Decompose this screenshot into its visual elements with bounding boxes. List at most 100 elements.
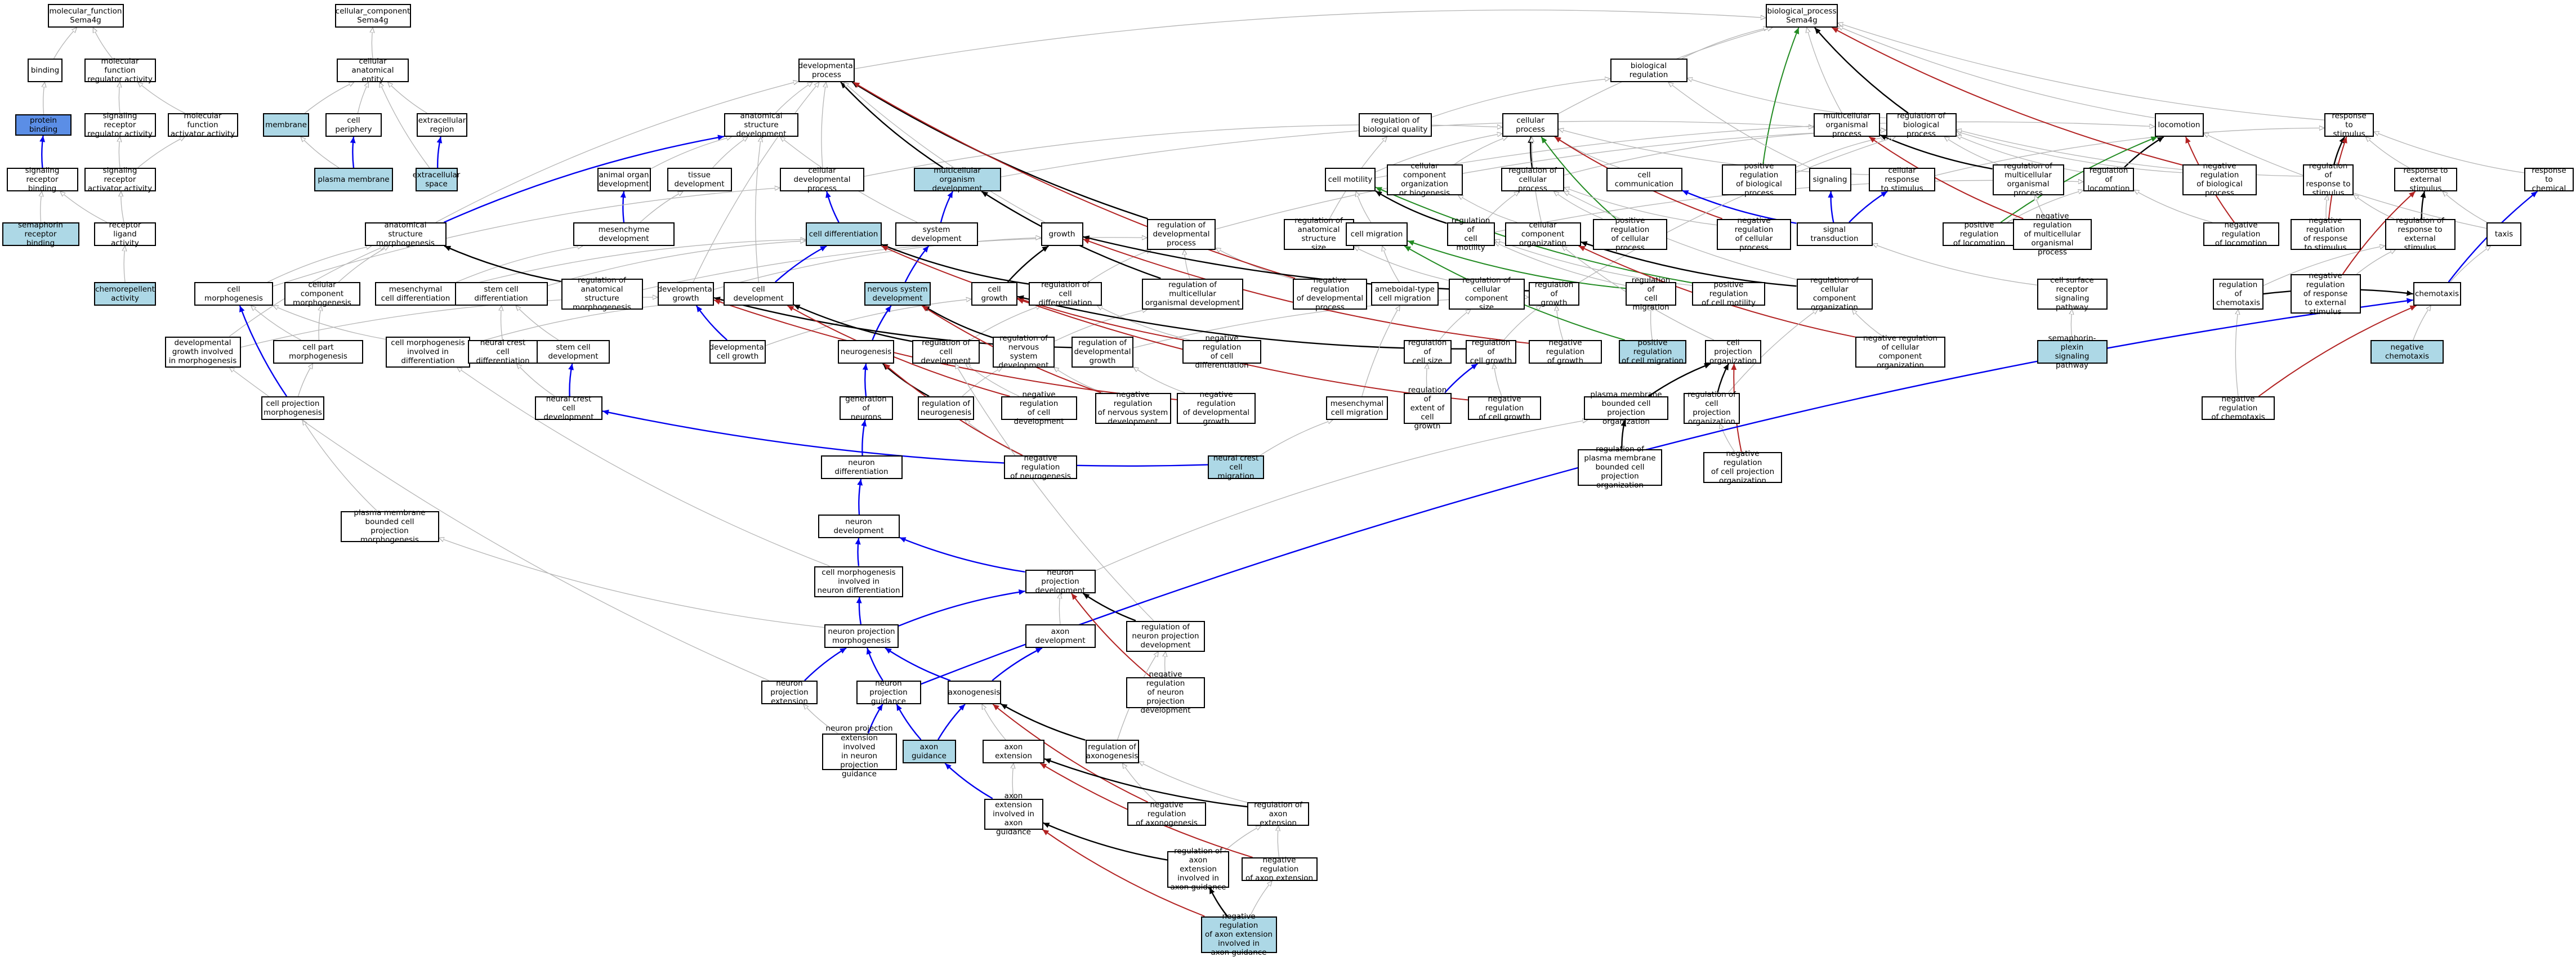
term-node-negregloc[interactable]: negative regulation of locomotion xyxy=(2203,221,2279,248)
term-node-regnsd[interactable]: regulation of nervous system development xyxy=(993,334,1055,370)
term-node-npm[interactable]: neuron projection morphogenesis xyxy=(824,624,899,648)
term-node-devgrowth[interactable]: developmental growth xyxy=(657,282,715,306)
term-node-regbq[interactable]: regulation of biological quality xyxy=(1359,113,1432,137)
term-node-reggrowth[interactable]: regulation of growth xyxy=(1529,280,1579,307)
term-node-cmind[interactable]: cell morphogenesis involved in neuron di… xyxy=(814,566,903,597)
term-node-nccd[interactable]: neural crest cell differentiation xyxy=(467,338,538,365)
term-node-extspace[interactable]: extracellular space xyxy=(413,168,460,191)
term-node-rla[interactable]: receptor ligand activity xyxy=(94,221,156,248)
term-node-asd[interactable]: anatomical structure development xyxy=(724,111,798,138)
term-node-negchemo[interactable]: negative chemotaxis xyxy=(2370,340,2444,364)
term-node-cellproc[interactable]: cellular process xyxy=(1502,113,1559,137)
term-node-cmid[interactable]: cell morphogenesis involved in different… xyxy=(386,336,470,368)
term-node-csrsp[interactable]: cell surface receptor signaling pathway xyxy=(2037,276,2108,312)
term-node-cellcomm[interactable]: cell communication xyxy=(1606,168,1682,191)
term-node-regneurogen[interactable]: regulation of neurogenesis xyxy=(918,396,974,420)
term-node-npd[interactable]: neuron projection development xyxy=(1025,568,1096,595)
term-node-tissdev[interactable]: tissue development xyxy=(667,168,732,191)
term-node-aeiag[interactable]: axon extension involved in axon guidance xyxy=(984,791,1043,837)
term-node-negregae[interactable]: negative regulation of axon extension xyxy=(1241,856,1318,883)
term-node-bp[interactable]: biological_process Sema4g xyxy=(1766,4,1838,28)
term-node-posregloc[interactable]: positive regulation of locomotion xyxy=(1943,221,2016,248)
term-node-regecg[interactable]: regulation of extent of cell growth xyxy=(1403,386,1452,431)
term-node-sysdev[interactable]: system development xyxy=(895,222,978,246)
term-node-chemotaxis[interactable]: chemotaxis xyxy=(2413,282,2461,306)
term-node-posregcmig[interactable]: positive regulation of cell migration xyxy=(1619,338,1686,365)
term-node-devproc[interactable]: developmental process xyxy=(798,59,855,82)
term-node-negregnpd[interactable]: negative regulation of neuron projection… xyxy=(1126,670,1205,715)
term-node-mod[interactable]: multicellular organism development xyxy=(913,166,1001,193)
term-node-regcd[interactable]: regulation of cell differentiation xyxy=(1029,280,1102,307)
term-node-regdg[interactable]: regulation of developmental growth xyxy=(1072,336,1133,368)
term-node-resp[interactable]: response to stimulus xyxy=(2324,111,2374,138)
term-node-cpm[interactable]: cell part morphogenesis xyxy=(273,340,363,364)
term-node-dcg[interactable]: developmental cell growth xyxy=(709,340,766,364)
term-node-regcg[interactable]: regulation of cell growth xyxy=(1466,338,1516,365)
term-node-cprojm[interactable]: cell projection morphogenesis xyxy=(261,396,324,420)
term-node-npg[interactable]: neuron projection guidance xyxy=(856,679,921,706)
term-node-negregcg[interactable]: negative regulation of cell growth xyxy=(1468,395,1541,422)
term-node-genneur[interactable]: generation of neurons xyxy=(839,395,893,422)
term-node-axonogen[interactable]: axonogenesis xyxy=(947,681,1001,704)
term-node-scd[interactable]: stem cell differentiation xyxy=(454,282,548,306)
term-node-negregaxonogen[interactable]: negative regulation of axonogenesis xyxy=(1127,801,1206,828)
term-node-ccob[interactable]: cellular component organization or bioge… xyxy=(1386,162,1463,198)
term-node-neurdev[interactable]: neuron development xyxy=(818,515,900,538)
term-node-regnpd[interactable]: regulation of neuron projection developm… xyxy=(1126,620,1205,652)
term-node-taxis[interactable]: taxis xyxy=(2486,222,2521,246)
term-node-pm[interactable]: plasma membrane xyxy=(314,168,393,191)
term-node-negregaeiag[interactable]: negative regulation of axon extension in… xyxy=(1200,912,1277,957)
term-node-dgim[interactable]: developmental growth involved in morphog… xyxy=(164,336,241,368)
term-node-crts[interactable]: cellular response to stimulus xyxy=(1869,166,1935,193)
term-node-pmbcpm[interactable]: plasma membrane bounded cell projection … xyxy=(340,508,439,544)
term-node-cae[interactable]: cellular anatomical entity xyxy=(337,57,409,84)
term-node-regloc[interactable]: regulation of locomotion xyxy=(2083,166,2134,193)
term-node-sraa[interactable]: signaling receptor activator activity xyxy=(84,166,156,193)
term-node-posregcp[interactable]: positive regulation of cellular process xyxy=(1593,216,1667,252)
term-node-ccm[interactable]: cellular component morphogenesis xyxy=(284,280,360,307)
term-node-regrtes[interactable]: regulation of response to external stimu… xyxy=(2385,216,2456,252)
term-node-npe[interactable]: neuron projection extension xyxy=(761,679,818,706)
term-node-negregrtes[interactable]: negative regulation of response to exter… xyxy=(2290,271,2361,316)
term-node-regcmig[interactable]: regulation of cell migration xyxy=(1626,276,1676,312)
term-node-negregnsd[interactable]: negative regulation of nervous system de… xyxy=(1095,390,1171,426)
term-node-regdevp[interactable]: regulation of developmental process xyxy=(1147,218,1216,250)
term-node-axonext[interactable]: axon extension xyxy=(983,740,1044,763)
term-node-regccs[interactable]: regulation of cellular component size xyxy=(1448,276,1525,312)
term-node-regaeiag[interactable]: regulation of axon extension involved in… xyxy=(1167,847,1229,892)
term-node-negregbp[interactable]: negative regulation of biological proces… xyxy=(2182,162,2257,198)
term-node-regpmbcpo[interactable]: regulation of plasma membrane bounded ce… xyxy=(1578,445,1662,490)
term-node-mesdev[interactable]: mesenchyme development xyxy=(573,222,675,246)
term-node-regaxonogen[interactable]: regulation of axonogenesis xyxy=(1085,740,1139,763)
term-node-regcs[interactable]: regulation of cell size xyxy=(1403,338,1452,365)
term-node-negregneurogen[interactable]: negative regulation of neurogenesis xyxy=(1004,454,1077,481)
term-node-cellper[interactable]: cell periphery xyxy=(325,113,382,137)
term-node-axonguid[interactable]: axon guidance xyxy=(902,740,956,763)
term-node-mop[interactable]: multicellular organismal process xyxy=(1814,111,1880,138)
term-node-posregcm[interactable]: positive regulation of cell motility xyxy=(1692,280,1765,307)
term-node-axondev[interactable]: axon development xyxy=(1025,624,1096,648)
term-node-negregmop[interactable]: negative regulation of multicellular org… xyxy=(2013,212,2092,257)
term-node-rtc[interactable]: response to chemical xyxy=(2524,166,2574,193)
term-node-cco[interactable]: cellular component organization xyxy=(1504,221,1581,248)
term-node-srra[interactable]: signaling receptor regulator activity xyxy=(84,111,156,138)
term-node-negregcd[interactable]: negative regulation of cell differentiat… xyxy=(1182,334,1261,370)
term-node-protbind[interactable]: protein binding xyxy=(15,114,72,136)
term-node-regass[interactable]: regulation of anatomical structure size xyxy=(1283,216,1354,252)
term-node-ncmig[interactable]: neural crest cell migration xyxy=(1208,454,1264,481)
term-node-extreg[interactable]: extracellular region xyxy=(417,113,467,137)
term-node-mf[interactable]: molecular_function Sema4g xyxy=(47,4,124,28)
term-node-negregcelldev[interactable]: negative regulation of cell development xyxy=(1001,390,1077,426)
term-node-semarb[interactable]: semaphorin receptor binding xyxy=(2,221,79,248)
term-node-npeinpg[interactable]: neuron projection extension involved in … xyxy=(822,724,897,779)
term-node-amcm[interactable]: ameboidal-type cell migration xyxy=(1371,282,1439,306)
term-node-pmbcpo[interactable]: plasma membrane bounded cell projection … xyxy=(1584,390,1668,426)
term-node-cellmig[interactable]: cell migration xyxy=(1346,222,1408,246)
term-node-negreggrowth[interactable]: negative regulation of growth xyxy=(1529,338,1602,365)
term-node-binding[interactable]: binding xyxy=(28,59,62,82)
term-node-regbp[interactable]: regulation of biological process xyxy=(1886,111,1957,138)
term-node-locom[interactable]: locomotion xyxy=(2154,113,2204,137)
term-node-sigtrans[interactable]: signal transduction xyxy=(1796,222,1873,246)
term-node-cc[interactable]: cellular_component Sema4g xyxy=(334,4,411,28)
term-node-bioreg[interactable]: biological regulation xyxy=(1610,59,1687,82)
